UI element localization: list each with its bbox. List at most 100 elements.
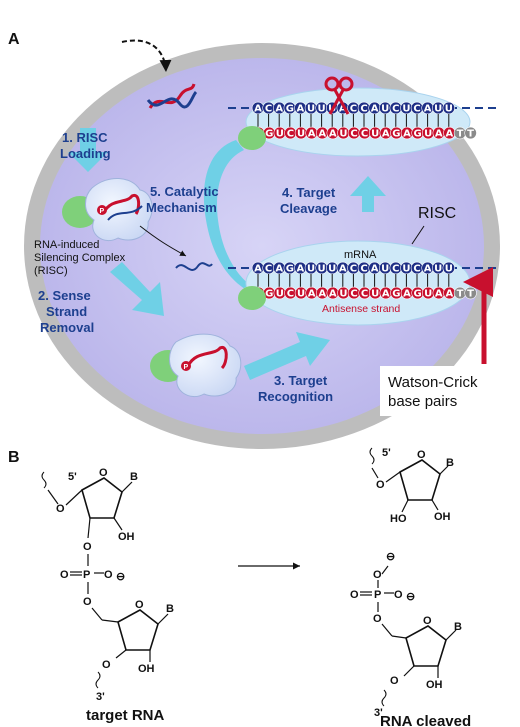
left-p: P: [83, 569, 90, 581]
bottom-antisense-base-letter: C: [350, 289, 357, 300]
step4-label-line2: Cleavage: [280, 201, 337, 216]
top-antisense-beads: PUGUCUAAAUCCUAGAGUAATT: [241, 126, 477, 140]
bottom-mrna-base-letter: A: [275, 264, 283, 275]
arrow-step5: [203, 140, 268, 300]
top-antisense-base-letter: A: [329, 129, 337, 140]
risc-leader-line: [411, 225, 425, 245]
top-antisense-base-letter: U: [339, 129, 347, 140]
bottom-mrna-base-letter: U: [307, 264, 315, 275]
left-five-prime: 5': [68, 471, 77, 483]
caption-target-rna: target RNA: [86, 707, 165, 724]
step5-label-line1: 5. Catalytic: [150, 184, 219, 199]
step4-label-line1: 4. Target: [282, 185, 336, 200]
left-ring-o-2: O: [135, 599, 144, 611]
bottom-antisense-base-letter: A: [403, 289, 411, 300]
top-mrna-base-letter: C: [413, 104, 420, 115]
top-antisense-base-letter: A: [382, 129, 390, 140]
top-mrna-base-letter: C: [350, 104, 357, 115]
top-mrna-base-letter: C: [265, 104, 272, 115]
mrna-label: mRNA: [344, 249, 377, 261]
top-antisense-base-letter: T: [457, 129, 464, 140]
top-antisense-base-letter: U: [371, 129, 379, 140]
step3-label-line2: Recognition: [258, 389, 333, 404]
cleaved-upper-product: 5' O O B OH HO: [369, 447, 454, 525]
sense-strand-arrow: [139, 225, 187, 257]
step5-label-line2: Mechanism: [146, 200, 217, 215]
right-minus-mid: ⊖: [406, 591, 415, 603]
top-mrna-base-letter: C: [360, 104, 367, 115]
bottom-antisense-base-letter: U: [339, 289, 347, 300]
right-ring-o-1: O: [417, 449, 426, 461]
step1-label-line2: Loading: [60, 146, 111, 161]
top-mrna-bead: [442, 101, 455, 115]
bottom-mrna-base-letter: C: [350, 264, 357, 275]
risc-complex-1: P: [62, 178, 153, 242]
bottom-mrna-base-letter: C: [360, 264, 367, 275]
top-antisense-base-letter: G: [413, 129, 421, 140]
top-green-domain: [238, 126, 266, 150]
bottom-mrna-base-letter: G: [286, 264, 294, 275]
bottom-antisense-base-letter: A: [308, 289, 316, 300]
left-p-o-left: O: [60, 569, 69, 581]
bottom-antisense-base-letter: T: [467, 289, 474, 300]
left-minus: ⊖: [116, 571, 125, 583]
bottom-antisense-base-letter: C: [287, 289, 294, 300]
bottom-mrna-base-letter: U: [402, 264, 410, 275]
target-rna-structure: 5' O O B OH O P O O ⊖ O O B OH O 3': [41, 467, 174, 703]
right-oh-2: OH: [426, 679, 443, 691]
arrow-step1: [68, 128, 108, 172]
bottom-green-domain: [238, 286, 266, 310]
left-ring-o-1: O: [99, 467, 108, 479]
right-base-1: B: [446, 457, 454, 469]
bottom-mrna-base-letter: A: [424, 264, 432, 275]
bottom-mrna-base-letter: C: [413, 264, 420, 275]
right-o-5b: O: [373, 613, 382, 625]
right-five-prime: 5': [382, 447, 391, 459]
top-base-pair-rungs: [257, 114, 450, 128]
left-o-5b: O: [83, 596, 92, 608]
top-antisense-bead: [464, 126, 477, 140]
left-oh-2: OH: [138, 663, 155, 675]
top-mrna-base-letter: U: [307, 104, 315, 115]
bottom-mrna-base-letter: U: [434, 264, 442, 275]
step2-label-line2: Strand: [46, 304, 87, 319]
top-antisense-base-letter: A: [318, 129, 326, 140]
risc-label-line1: RNA-induced: [34, 239, 99, 251]
top-antisense-base-letter: C: [361, 129, 368, 140]
bottom-mrna-bead: [442, 261, 455, 275]
top-antisense-base-letter: G: [392, 129, 400, 140]
right-o-top: O: [373, 569, 382, 581]
top-mrna-base-letter: U: [318, 104, 326, 115]
left-o-5: O: [56, 503, 65, 515]
bottom-antisense-base-letter: G: [413, 289, 421, 300]
risc-label-line2: Silencing Complex: [34, 252, 126, 264]
bottom-antisense-base-letter: A: [446, 289, 454, 300]
right-minus-top: ⊖: [386, 551, 395, 563]
watson-crick-line2: base pairs: [388, 393, 457, 410]
watson-crick-line1: Watson-Crick: [388, 374, 478, 391]
bottom-antisense-base-letter: U: [424, 289, 432, 300]
bottom-mrna-base-letter: A: [254, 264, 262, 275]
top-antisense-base-letter: A: [308, 129, 316, 140]
left-o-3b: O: [102, 659, 111, 671]
risc-pointer-label: RISC: [418, 205, 456, 222]
bottom-mrna-base-letter: C: [265, 264, 272, 275]
arrow-step4: [350, 176, 386, 212]
antisense-label: Antisense strand: [322, 303, 400, 315]
bottom-mrna-base-letter: A: [297, 264, 305, 275]
watson-crick-box: [380, 366, 506, 416]
top-antisense-base-letter: C: [350, 129, 357, 140]
scissors-icon: [324, 76, 354, 115]
left-p-o-right: O: [104, 569, 113, 581]
bottom-mrna-base-letter: U: [328, 264, 336, 275]
step2-label-line3: Removal: [40, 320, 94, 335]
top-mrna-base-letter: A: [254, 104, 262, 115]
top-antisense-base-letter: G: [265, 129, 273, 140]
panel-b-label: B: [8, 449, 20, 466]
top-mrna-base-letter: A: [424, 104, 432, 115]
top-antisense-base-letter: U: [297, 129, 305, 140]
bottom-mrna-base-letter: U: [318, 264, 326, 275]
bottom-mrna-base-letter: U: [445, 264, 453, 275]
bottom-antisense-base-letter: A: [329, 289, 337, 300]
